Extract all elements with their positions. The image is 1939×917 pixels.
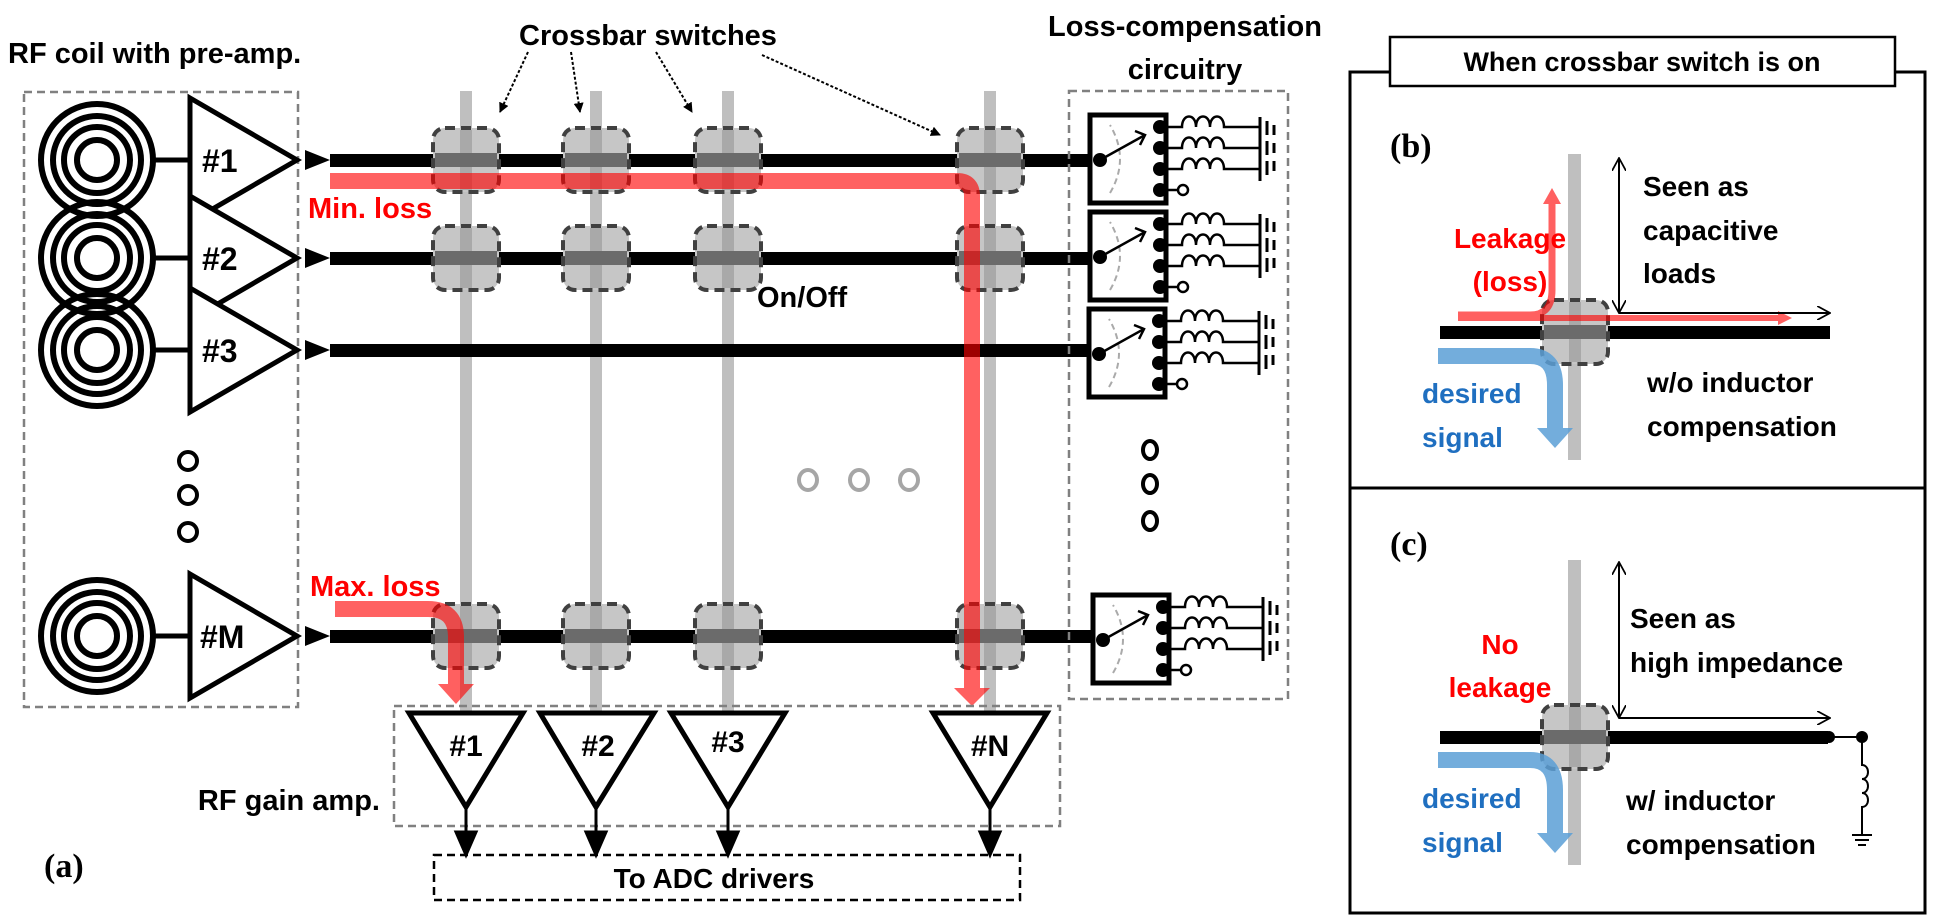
right-panel-title-box xyxy=(1388,35,1897,88)
pointer-arrow xyxy=(761,54,941,136)
gain-amp-icon xyxy=(666,710,790,812)
crossbar-switch xyxy=(431,224,501,292)
comp-label-line2: compensation xyxy=(1647,411,1837,442)
panel-b: (b) Leakage (loss) desired signal xyxy=(1390,128,1837,460)
preamp-icon xyxy=(187,283,302,417)
comp-label-line1: w/ inductor xyxy=(1625,785,1775,816)
rf-coil-icon xyxy=(41,580,153,692)
coil-group-title: RF coil with pre-amp. xyxy=(8,38,301,70)
signal-label-line2: signal xyxy=(1422,827,1503,858)
leakage-arrow xyxy=(1458,188,1792,325)
gain-amp-label: #1 xyxy=(449,730,482,763)
min-loss-path xyxy=(330,173,990,706)
panel-a: RF coil with pre-amp. Crossbar switches … xyxy=(8,11,1322,902)
preamp-label: #1 xyxy=(202,143,238,179)
ellipsis-dots-horizontal xyxy=(797,468,920,492)
ground-icon xyxy=(1852,834,1872,846)
loss-comp-unit xyxy=(1093,595,1277,683)
gain-amp-label: #N xyxy=(971,730,1009,763)
gain-amp-label: #2 xyxy=(581,730,614,763)
crossbar-switch xyxy=(561,602,631,670)
gain-amp-icon xyxy=(404,710,528,812)
pointer-arrow xyxy=(655,51,693,113)
crossbar-switch xyxy=(561,224,631,292)
ellipsis-dots-vertical xyxy=(177,450,199,543)
no-leak-label-line1: No xyxy=(1481,629,1518,660)
pointer-arrow xyxy=(499,51,529,113)
comp-label-line1: w/o inductor xyxy=(1646,367,1814,398)
right-panel: When crossbar switch is on (b) Leakage xyxy=(1348,35,1927,915)
adc-arrows xyxy=(453,807,1003,859)
gain-amp-label: #3 xyxy=(711,726,744,759)
crossbar-switch xyxy=(1540,298,1610,366)
inductor-icon xyxy=(1861,737,1869,835)
coil-group-box xyxy=(22,90,300,709)
adc-box xyxy=(432,853,1022,902)
crossbar-title: Crossbar switches xyxy=(519,20,777,52)
row-line xyxy=(330,344,1100,357)
loss-comp-box xyxy=(1067,89,1290,701)
panel-a-label: (a) xyxy=(44,848,84,885)
on-off-label: On/Off xyxy=(757,282,848,314)
right-panel-title: When crossbar switch is on xyxy=(1463,47,1820,77)
comp-label-line2: compensation xyxy=(1626,829,1816,860)
seen-as-line3: loads xyxy=(1643,258,1716,289)
preamps xyxy=(187,93,302,703)
row-line xyxy=(1440,731,1828,744)
min-loss-label: Min. loss xyxy=(308,193,432,225)
gain-amp-title: RF gain amp. xyxy=(198,785,380,817)
loss-comp-title-line2: circuitry xyxy=(1128,54,1242,86)
pointer-arrow xyxy=(570,51,584,113)
panel-c: (c) No leakage desired signal Seen xyxy=(1390,526,1872,865)
seen-as-line2: high impedance xyxy=(1630,647,1843,678)
ellipsis-dots-vertical xyxy=(1141,439,1159,532)
loss-comp-unit xyxy=(1090,115,1274,203)
panel-c-label: (c) xyxy=(1390,526,1428,563)
signal-label-line2: signal xyxy=(1422,422,1503,453)
rf-coils xyxy=(41,104,153,692)
panel-b-label: (b) xyxy=(1390,128,1432,165)
gain-amp-icon xyxy=(535,710,659,812)
signal-label-line1: desired xyxy=(1422,783,1522,814)
row-line xyxy=(1440,326,1830,339)
seen-as-line2: capacitive xyxy=(1643,215,1778,246)
max-loss-path xyxy=(335,601,474,704)
loss-comp-title-line1: Loss-compensation xyxy=(1048,11,1322,43)
no-leak-label-line2: leakage xyxy=(1449,672,1552,703)
preamp-label: #2 xyxy=(202,241,238,277)
leak-label-line2: (loss) xyxy=(1473,266,1548,297)
seen-as-line1: Seen as xyxy=(1643,171,1749,202)
desired-signal-arrow xyxy=(1438,752,1573,853)
crossbar-switch xyxy=(693,224,763,292)
loss-comp-unit xyxy=(1089,309,1273,397)
seen-as-line1: Seen as xyxy=(1630,603,1736,634)
preamp-icon xyxy=(187,93,302,227)
preamp-label: #M xyxy=(200,619,244,655)
loss-comp-units xyxy=(1089,115,1277,683)
crossbar-pointer-arrows xyxy=(499,51,941,136)
preamp-label: #3 xyxy=(202,333,238,369)
crossbar-switch xyxy=(693,602,763,670)
preamp-icon xyxy=(187,569,302,703)
max-loss-label: Max. loss xyxy=(310,571,441,603)
leak-label-line1: Leakage xyxy=(1454,223,1566,254)
signal-label-line1: desired xyxy=(1422,378,1522,409)
loss-comp-unit xyxy=(1090,212,1274,300)
gain-amp-icon xyxy=(928,710,1052,812)
preamp-icon xyxy=(187,191,302,325)
adc-label: To ADC drivers xyxy=(614,863,815,894)
desired-signal-arrow xyxy=(1438,348,1573,448)
rf-coil-icon xyxy=(41,294,153,406)
gain-amps xyxy=(404,710,1052,812)
